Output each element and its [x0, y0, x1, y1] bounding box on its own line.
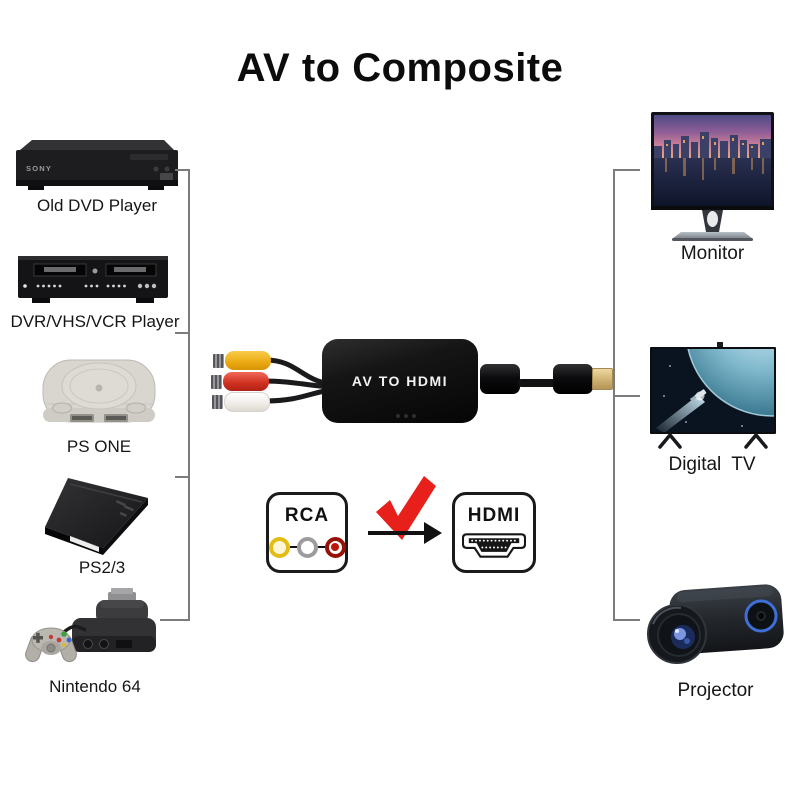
- rca-plug-yellow: [213, 351, 271, 370]
- rca-jack-white-icon: [296, 536, 318, 558]
- rca-barrel-white: [224, 392, 270, 412]
- label-dvd-player: Old DVD Player: [37, 196, 157, 215]
- check-icon: [376, 476, 436, 540]
- label-ps-one: PS ONE: [66, 437, 132, 456]
- hdmi-gold-plug: [592, 368, 613, 390]
- hdmi-word: HDMI: [467, 505, 521, 526]
- hdmi-cable-connector-1: [480, 364, 520, 394]
- right-bracket-tick-tv: [613, 395, 640, 397]
- rca-jack-red-icon: [324, 536, 346, 558]
- ps2-3-icon: [45, 478, 148, 555]
- left-bracket-vertical: [188, 169, 190, 621]
- vcr-player-icon: [18, 256, 168, 303]
- left-bracket-tick-n64: [160, 619, 190, 621]
- label-digital-tv: Digital TV: [668, 454, 756, 475]
- rca-word: RCA: [284, 505, 330, 526]
- label-nintendo-64: Nintendo 64: [49, 677, 141, 696]
- converter-label: AV TO HDMI: [351, 373, 449, 389]
- rca-jack-yellow-icon: [268, 536, 290, 558]
- ps-one-icon: [42, 359, 156, 423]
- dvd-player-icon: SONY: [16, 140, 178, 190]
- rca-barrel-yellow: [225, 351, 271, 370]
- nintendo-64-icon: [25, 588, 156, 663]
- left-bracket-tick-vcr: [175, 332, 190, 334]
- hdmi-port-icon: [462, 533, 526, 558]
- arrow-icon: [368, 531, 426, 535]
- hdmi-cable-wire: [518, 379, 556, 387]
- label-vcr-player: DVR/VHS/VCR Player: [10, 312, 180, 331]
- digital-tv-icon: [650, 342, 776, 449]
- label-projector: Projector: [677, 680, 754, 701]
- arrow-head-icon: [424, 522, 442, 544]
- rca-plug-tip: [211, 374, 222, 389]
- projector-icon: [647, 584, 784, 664]
- label-monitor: Monitor: [680, 243, 745, 264]
- rca-port-icon: [268, 535, 346, 559]
- converter-vents: [396, 414, 400, 418]
- label-ps2-3: PS2/3: [78, 558, 126, 577]
- dvd-brand-text: SONY: [26, 164, 52, 173]
- left-bracket-tick-dvd: [175, 169, 190, 171]
- converter-device: AV TO HDMI: [322, 339, 478, 423]
- rca-plug-tip: [212, 395, 223, 409]
- rca-barrel-red: [223, 372, 269, 391]
- hdmi-port-box: HDMI: [452, 492, 536, 573]
- rca-plug-red: [211, 372, 269, 391]
- page-title: AV to Composite: [236, 46, 564, 90]
- right-bracket-tick-monitor: [613, 169, 640, 171]
- rca-plug-tip: [213, 353, 224, 368]
- right-bracket-tick-projector: [613, 619, 640, 621]
- hdmi-cable-connector-2: [553, 364, 593, 394]
- rca-plug-white: [212, 392, 270, 412]
- rca-port-box: RCA: [266, 492, 348, 573]
- left-bracket-tick-ps: [175, 476, 190, 478]
- monitor-icon: [651, 112, 774, 241]
